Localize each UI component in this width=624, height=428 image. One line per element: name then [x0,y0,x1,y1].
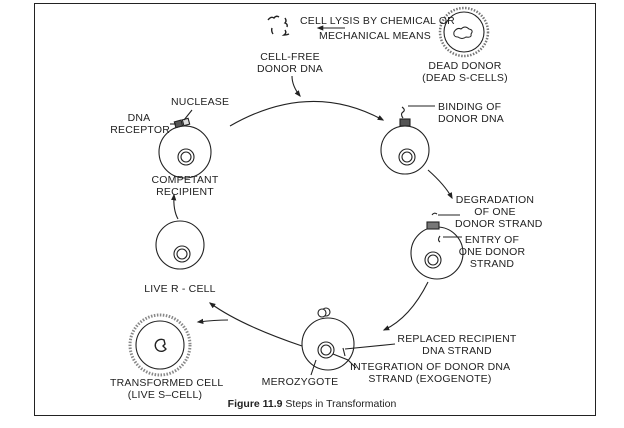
label-entry: ENTRY OF ONE DONOR STRAND [458,234,526,270]
label-line: REPLACED RECIPIENT [397,333,517,345]
caption-number: Figure 11.9 [227,398,283,410]
arrow-entry-to-merozygote [382,281,429,331]
caption-text: Steps in Transformation [282,398,397,410]
merozygote-cell [301,307,396,376]
label-merozygote: MEROZYGOTE [255,376,345,388]
label-line: RECEPTOR [110,124,170,136]
label-line: (LIVE S–CELL) [127,389,203,401]
label-line: ONE DONOR [458,246,526,258]
cell-free-dna-arrow [291,75,301,98]
label-line: DONOR DNA [438,113,504,125]
label-line: DNA [127,112,151,124]
label-dna-receptor: DNA RECEPTOR [108,112,170,136]
competent-recipient-cell [158,109,212,179]
label-line: STRAND [469,258,515,270]
entry-cell [410,212,464,280]
label-nuclease: NUCLEASE [171,96,229,108]
label-dead-donor: DEAD DONOR (DEAD S-CELLS) [415,60,515,84]
figure-frame [34,3,596,416]
label-line: RECIPIENT [156,186,214,198]
label-line: MEROZYGOTE [261,376,339,388]
label-line: TRANSFORMED CELL [110,377,224,389]
label-degradation: DEGRADATION OF ONE DONOR STRAND [455,194,543,230]
label-line: DEGRADATION [455,194,535,206]
dead-donor-cell [438,6,490,58]
label-transformed: TRANSFORMED CELL (LIVE S–CELL) [110,377,224,401]
label-line: CELL-FREE [260,51,320,63]
arrow-live-r-to-competent [171,193,179,220]
label-live-r-cell: LIVE R - CELL [135,283,225,295]
label-competent-recipient: COMPETANT RECIPIENT [140,174,230,198]
label-line: DONOR STRAND [455,218,543,230]
label-line: ENTRY OF [464,234,520,246]
label-line: DNA STRAND [422,345,492,357]
arrow-to-transformed [196,318,229,325]
label-lysis: CELL LYSIS BY CHEMICAL OR MECHANICAL MEA… [300,15,455,42]
label-line: CELL LYSIS BY CHEMICAL OR [300,15,455,27]
label-replaced: REPLACED RECIPIENT DNA STRAND [397,333,517,357]
label-cell-free-dna: CELL-FREE DONOR DNA [250,51,330,75]
dna-fragments-icon [267,15,290,36]
label-line: COMPETANT [151,174,219,186]
label-line: BINDING OF [438,101,502,113]
arrow-competent-to-binding [229,100,385,127]
label-line: NUCLEASE [171,96,230,108]
label-integration: INTEGRATION OF DONOR DNA STRAND (EXOGENO… [350,361,510,385]
label-line: DEAD DONOR [428,60,502,72]
arrow-binding-to-degradation [427,169,453,200]
transformed-cell [128,313,192,377]
label-line: DONOR DNA [257,63,323,75]
live-r-cell [155,220,205,270]
arrow-merozygote-to-live-r [208,302,303,347]
label-line: INTEGRATION OF DONOR DNA [350,361,511,373]
figure-caption: Figure 11.9 Steps in Transformation [0,398,624,410]
label-binding: BINDING OF DONOR DNA [438,101,504,125]
label-line: (DEAD S-CELLS) [422,72,508,84]
label-line: OF ONE [474,206,516,218]
label-line: MECHANICAL MEANS [319,30,431,42]
binding-cell [380,105,435,175]
label-line: LIVE R - CELL [144,283,216,295]
label-line: STRAND (EXOGENOTE) [368,373,492,385]
